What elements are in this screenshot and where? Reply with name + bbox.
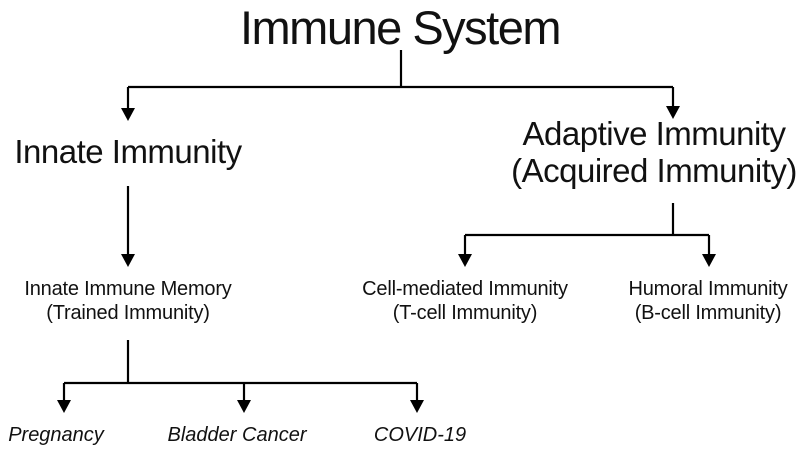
arrowhead-innate <box>121 108 135 121</box>
node-adaptive-immunity: Adaptive Immunity (Acquired Immunity) <box>511 115 797 190</box>
node-memory-line1: Innate Immune Memory <box>24 278 232 300</box>
node-bcell-line2: (B-cell Immunity) <box>634 302 782 324</box>
arrowhead-covid <box>410 400 424 413</box>
node-memory-line2: (Trained Immunity) <box>46 302 210 324</box>
arrowhead-pregnancy <box>57 400 71 413</box>
node-innate-immunity: Innate Immunity <box>14 133 242 170</box>
diagram-title: Immune System <box>239 1 562 54</box>
arrowhead-memory <box>121 254 135 267</box>
node-innate-immune-memory: Innate Immune Memory (Trained Immunity) <box>24 277 231 325</box>
arrowhead-tcell <box>458 254 472 267</box>
node-adaptive-line1: Adaptive Immunity <box>522 115 786 152</box>
node-tcell-line1: Cell-mediated Immunity <box>362 278 568 300</box>
arrowhead-bcell <box>702 254 716 267</box>
node-bcell-line1: Humoral Immunity <box>628 278 788 300</box>
node-humoral-immunity: Humoral Immunity (B-cell Immunity) <box>628 277 787 325</box>
arrowhead-adaptive <box>666 106 680 119</box>
node-adaptive-line2: (Acquired Immunity) <box>511 151 797 189</box>
leaf-bladder-cancer: Bladder Cancer <box>167 424 307 446</box>
arrowhead-bladder-cancer <box>237 400 251 413</box>
leaf-pregnancy: Pregnancy <box>8 424 104 446</box>
leaf-covid-19: COVID-19 <box>373 424 467 446</box>
node-tcell-line2: (T-cell Immunity) <box>392 302 538 324</box>
node-cell-mediated-immunity: Cell-mediated Immunity (T-cell Immunity) <box>362 277 568 325</box>
